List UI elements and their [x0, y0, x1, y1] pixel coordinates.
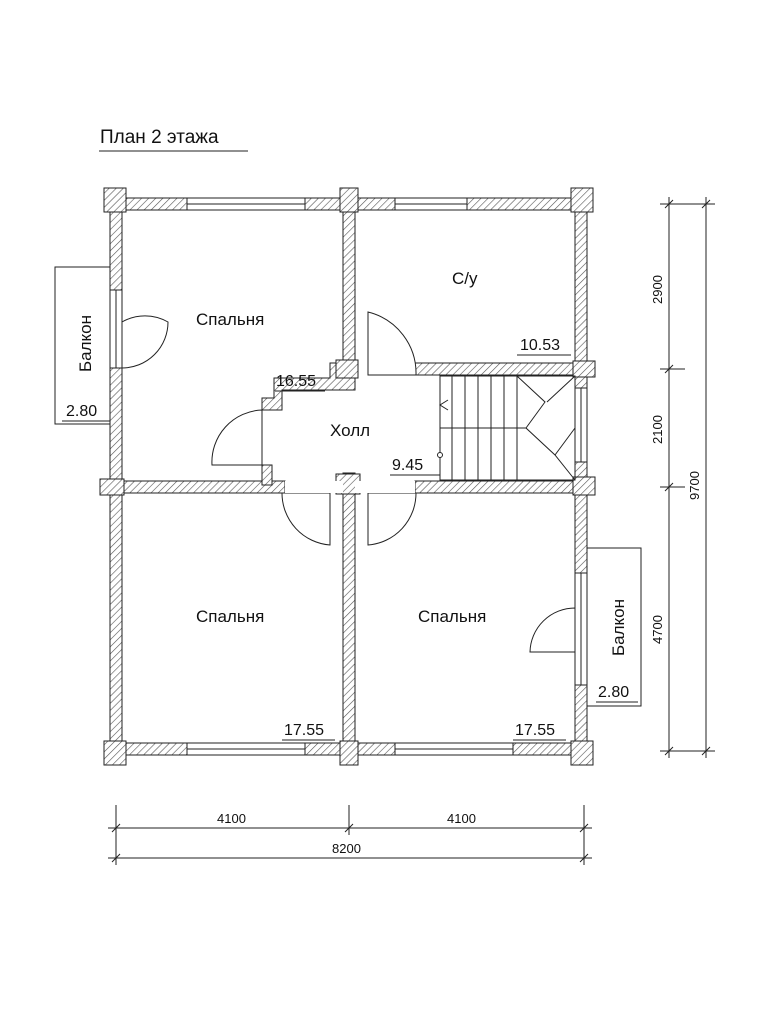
dim-bottom-right: 4100 [447, 811, 476, 826]
balcony-right-label: Балкон [609, 599, 628, 656]
balcony-left-area: 2.80 [66, 403, 97, 420]
balcony-left-label: Балкон [76, 315, 95, 372]
room-hall-area: 9.45 [392, 457, 423, 474]
balcony-right: Балкон 2.80 [529, 547, 642, 707]
room-bathroom-name: С/у [452, 269, 478, 288]
dimensions-right: 2900 2100 4700 9700 [650, 197, 715, 758]
dim-right-top: 2900 [650, 275, 665, 304]
balcony-left: Балкон 2.80 [54, 266, 169, 425]
room-bedroom-top-left-name: Спальня [196, 310, 264, 329]
room-bedroom-top-left-area: 16.55 [276, 373, 316, 390]
room-bedroom-bottom-right-name: Спальня [418, 607, 486, 626]
dim-right-middle: 2100 [650, 415, 665, 444]
staircase [437, 375, 576, 481]
room-bedroom-bottom-right-area: 17.55 [515, 722, 555, 739]
walls [99, 187, 596, 766]
room-bedroom-bottom-left-name: Спальня [196, 607, 264, 626]
dim-bottom-left: 4100 [217, 811, 246, 826]
room-hall-name: Холл [330, 421, 370, 440]
room-bedroom-bottom-left-area: 17.55 [284, 722, 324, 739]
dim-right-bottom: 4700 [650, 615, 665, 644]
room-bathroom-area: 10.53 [520, 337, 560, 354]
dim-right-total: 9700 [687, 471, 702, 500]
balcony-right-area: 2.80 [598, 684, 629, 701]
dim-bottom-total: 8200 [332, 841, 361, 856]
doors [211, 311, 417, 546]
windows [186, 197, 588, 756]
plan-title: План 2 этажа [100, 127, 219, 148]
dimensions-bottom: 4100 4100 8200 [108, 805, 592, 865]
